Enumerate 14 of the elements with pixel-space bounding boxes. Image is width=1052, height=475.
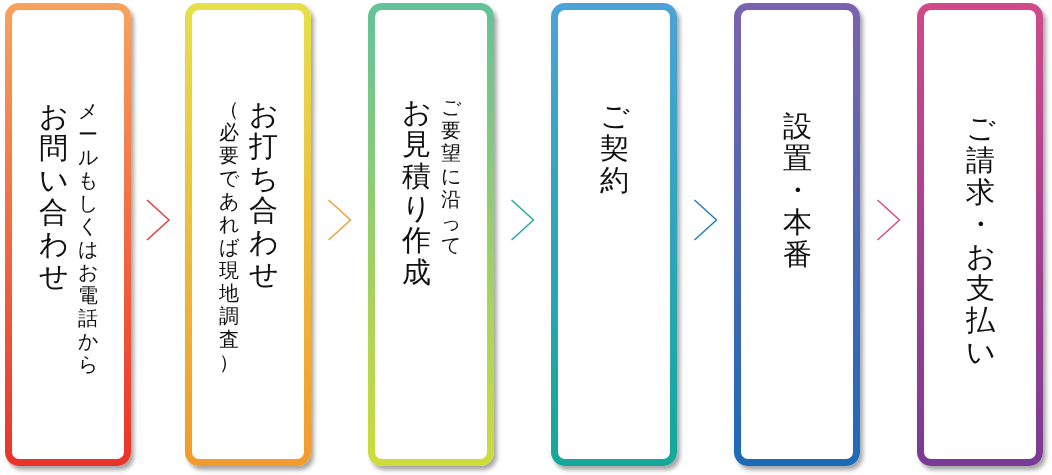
step-title: ご請求・お支払い — [965, 112, 995, 368]
step-note: （必要であれば現地調査） — [218, 98, 239, 374]
chevron-arrow — [693, 199, 718, 241]
step-note: メールもしくはお電話から — [77, 100, 98, 376]
chevron-arrow — [327, 199, 352, 241]
step-title: お打ち合わせ — [248, 98, 278, 290]
step-title: お問い合わせ — [38, 100, 68, 292]
chevron-arrow — [876, 199, 901, 241]
step-note: ご要望に沿って — [440, 96, 461, 257]
chevron-arrow — [146, 199, 171, 241]
step-title: 設置・本番 — [782, 110, 812, 270]
step-title: お見積り作成 — [401, 96, 431, 288]
step-title: ご契約 — [599, 100, 629, 196]
chevron-arrow — [510, 199, 535, 241]
